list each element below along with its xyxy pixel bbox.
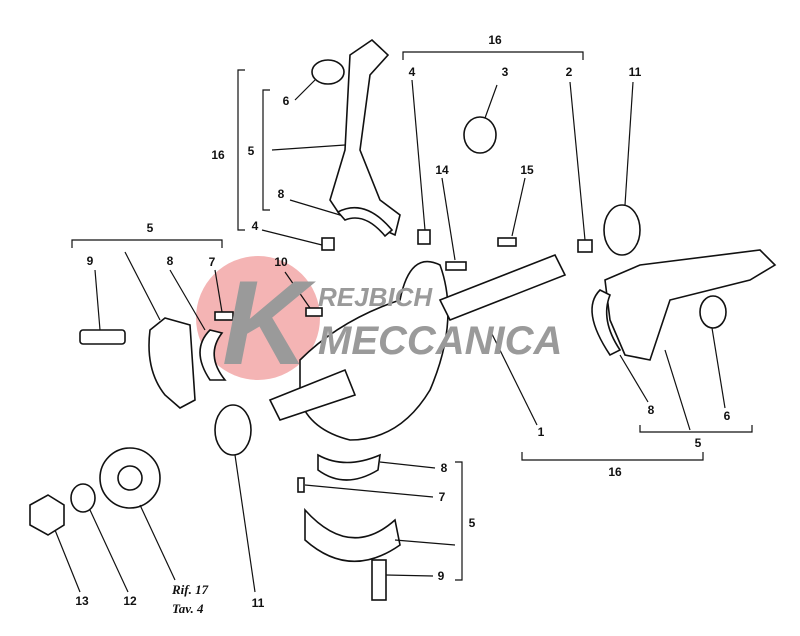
leader-lines <box>54 51 753 593</box>
callout: 8 <box>278 187 285 201</box>
watermark-k: K <box>222 256 316 390</box>
callout: 13 <box>75 594 89 608</box>
callout: 12 <box>123 594 137 608</box>
callout: 9 <box>87 254 94 268</box>
callout: 7 <box>439 490 446 504</box>
crankshaft <box>268 253 567 441</box>
callout: 5 <box>695 436 702 450</box>
callout: 7 <box>209 255 216 269</box>
callout: 11 <box>629 65 642 79</box>
reference-tav: Tav. 4 <box>172 601 204 616</box>
callout: 8 <box>441 461 448 475</box>
callout: 1 <box>538 425 545 439</box>
callout: 4 <box>409 65 416 79</box>
bearing-cap-left <box>79 317 227 409</box>
callout: 5 <box>248 144 255 158</box>
connecting-rod-upper <box>311 38 401 238</box>
callout: 8 <box>648 403 655 417</box>
watermark-line1: REJBICH <box>318 282 433 312</box>
watermark-logo: K REJBICH MECCANICA <box>222 256 562 390</box>
callout: 2 <box>566 65 573 79</box>
small-pins <box>214 116 593 493</box>
connecting-rod-right <box>591 249 777 361</box>
callout: 6 <box>283 94 290 108</box>
callout: 9 <box>438 569 445 583</box>
callout: 10 <box>274 255 288 269</box>
callout: 5 <box>147 221 154 235</box>
callout: 5 <box>469 516 476 530</box>
callout: 16 <box>488 33 502 47</box>
callout: 16 <box>608 465 622 479</box>
gear-and-fasteners <box>29 204 641 536</box>
callout: 16 <box>211 148 225 162</box>
callout: 11 <box>252 596 265 610</box>
callout: 15 <box>520 163 534 177</box>
bearing-cap-lower <box>304 453 401 601</box>
reference-rif: Rif. 17 <box>171 582 209 597</box>
callout: 6 <box>724 409 731 423</box>
callout: 8 <box>167 254 174 268</box>
callout: 14 <box>435 163 449 177</box>
watermark-line2: MECCANICA <box>318 319 562 363</box>
callout: 3 <box>502 65 509 79</box>
callout-labels: 16 4 3 2 11 6 5 16 8 4 14 15 5 9 8 7 10 … <box>75 33 730 616</box>
callout: 4 <box>252 219 259 233</box>
watermark-circle <box>196 256 320 380</box>
